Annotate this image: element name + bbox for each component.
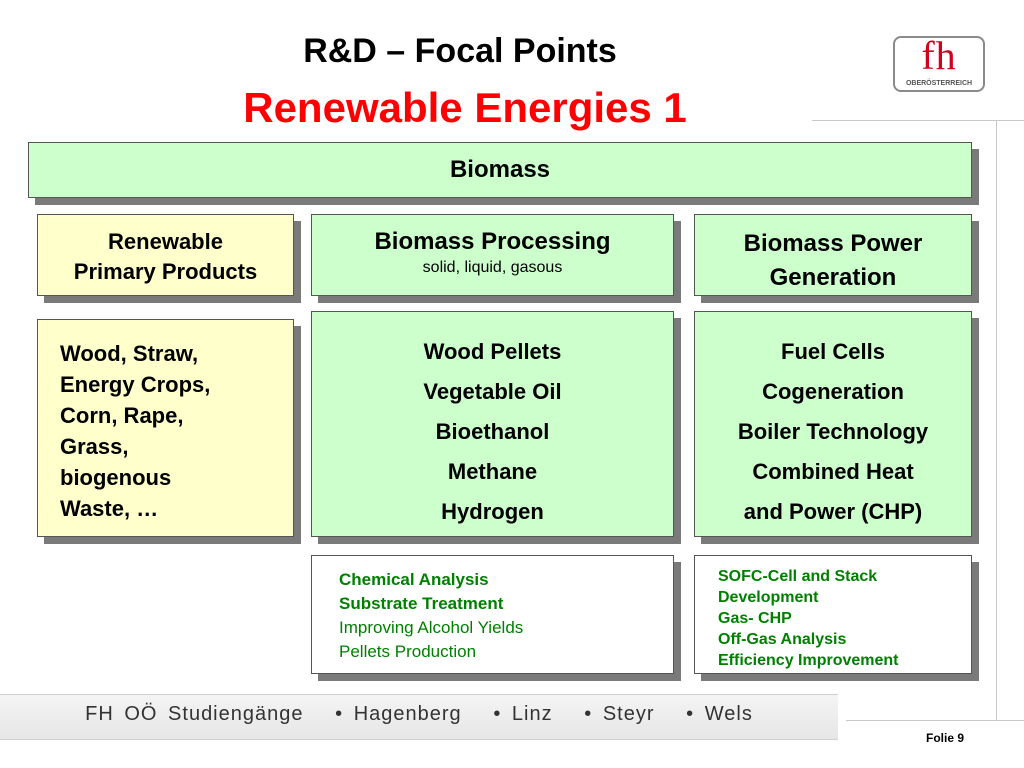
power-list-box: Fuel Cells Cogeneration Boiler Technolog… bbox=[694, 311, 972, 537]
research-item: Efficiency Improvement bbox=[718, 652, 899, 669]
research-item: Development bbox=[718, 589, 819, 606]
list-item: Waste, … bbox=[60, 496, 159, 521]
frame-line-top bbox=[812, 120, 1024, 121]
research-item: Off-Gas Analysis bbox=[718, 631, 847, 648]
slide-title: R&D – Focal Points bbox=[303, 32, 617, 70]
list-item: Energy Crops, bbox=[60, 372, 211, 397]
research-item: Substrate Treatment bbox=[339, 594, 504, 613]
frame-line-bottom bbox=[846, 720, 1024, 721]
slide-number: Folie 9 bbox=[926, 731, 965, 745]
processing-list-box: Wood Pellets Vegetable Oil Bioethanol Me… bbox=[311, 311, 674, 537]
footer-band bbox=[0, 694, 838, 740]
processing-subheading: solid, liquid, gasous bbox=[422, 259, 563, 276]
list-item: Corn, Rape, bbox=[60, 403, 184, 428]
fh-logo: fh OBERÖSTERREICH bbox=[893, 33, 985, 92]
list-item: biogenous bbox=[60, 465, 172, 490]
research-item: Improving Alcohol Yields bbox=[339, 618, 524, 637]
frame-line-right bbox=[996, 120, 997, 720]
research-item: SOFC-Cell and Stack bbox=[718, 568, 878, 585]
fh-logo-subtitle: OBERÖSTERREICH bbox=[905, 80, 973, 87]
list-item: Vegetable Oil bbox=[423, 379, 562, 404]
list-item: Methane bbox=[447, 459, 538, 484]
slide-subtitle: Renewable Energies 1 bbox=[243, 84, 687, 131]
list-item: Combined Heat bbox=[752, 459, 914, 484]
renewable-primary-products-box: Renewable Primary Products bbox=[37, 214, 294, 296]
research-item: Gas- CHP bbox=[718, 610, 792, 627]
power-heading-line: Generation bbox=[769, 264, 897, 291]
list-item: and Power (CHP) bbox=[743, 499, 923, 524]
research-item: Chemical Analysis bbox=[339, 570, 489, 589]
power-heading-line: Biomass Power bbox=[743, 230, 923, 257]
renewable-line: Renewable bbox=[108, 229, 223, 254]
list-item: Wood Pellets bbox=[423, 339, 562, 364]
primary-products-list-box: Wood, Straw, Energy Crops, Corn, Rape, G… bbox=[37, 319, 294, 537]
fh-logo-mark: fh bbox=[921, 33, 957, 78]
list-item: Wood, Straw, bbox=[60, 341, 199, 366]
biomass-box: Biomass bbox=[28, 142, 972, 198]
research-item: Pellets Production bbox=[339, 642, 477, 661]
list-item: Cogeneration bbox=[762, 379, 904, 404]
processing-heading: Biomass Processing bbox=[374, 228, 611, 255]
biomass-processing-box: Biomass Processing solid, liquid, gasous bbox=[311, 214, 674, 296]
biomass-power-generation-box: Biomass Power Generation bbox=[694, 214, 972, 296]
power-research-box: SOFC-Cell and Stack Development Gas- CHP… bbox=[694, 555, 972, 674]
list-item: Hydrogen bbox=[441, 499, 544, 524]
list-item: Grass, bbox=[60, 434, 129, 459]
renewable-line: Primary Products bbox=[73, 259, 258, 284]
list-item: Boiler Technology bbox=[737, 419, 929, 444]
processing-research-box: Chemical Analysis Substrate Treatment Im… bbox=[311, 555, 674, 674]
footer-locations: FH OÖ Studiengänge • Hagenberg • Linz • … bbox=[85, 703, 753, 725]
list-item: Fuel Cells bbox=[781, 339, 885, 364]
list-item: Bioethanol bbox=[435, 419, 550, 444]
